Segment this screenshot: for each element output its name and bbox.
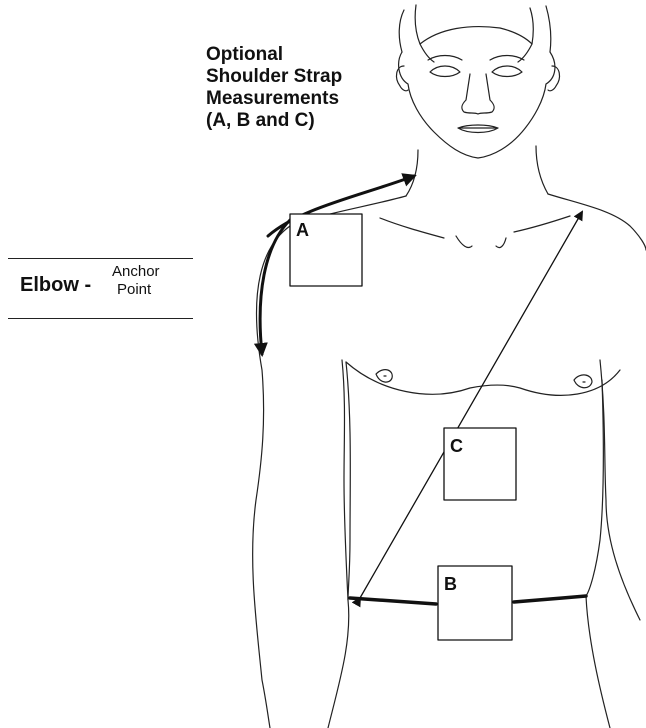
elbow-sub-top: Anchor (112, 264, 160, 280)
right-nipple (574, 375, 592, 388)
elbow-label: Elbow - (20, 274, 91, 297)
shoulder-arrow-a-down (260, 220, 290, 354)
right-hip (586, 596, 610, 728)
elbow-bottom-rule (8, 318, 193, 319)
hairline (420, 44, 532, 62)
title-line-4: (A, B and C) (206, 110, 315, 132)
box-c: C (444, 428, 516, 500)
head-outline (399, 5, 551, 52)
elbow-sub-bottom: Point (117, 282, 151, 298)
box-c-label: C (450, 436, 463, 456)
right-eye (492, 66, 522, 77)
box-b: B (438, 566, 512, 640)
box-a-label: A (296, 220, 309, 240)
left-hip (328, 600, 349, 728)
nose (462, 74, 494, 114)
title-line-3: Measurements (206, 88, 339, 110)
left-brow (428, 56, 462, 61)
left-inner-arm (342, 360, 348, 600)
face-outline (399, 52, 555, 158)
right-shoulder-arm (548, 194, 646, 250)
torso-right-side (586, 380, 603, 596)
neck (406, 146, 548, 196)
mouth (458, 125, 498, 133)
box-a: A (290, 214, 362, 286)
right-brow (490, 56, 524, 61)
chest-line (346, 362, 620, 395)
title-line-1: Optional (206, 44, 283, 66)
left-nipple (376, 370, 392, 382)
collarbones (380, 216, 570, 248)
box-b-label: B (444, 574, 457, 594)
right-ear (548, 66, 559, 91)
title-line-2: Shoulder Strap (206, 66, 342, 88)
elbow-top-rule (8, 258, 193, 259)
right-arm-edge (600, 360, 640, 620)
diagonal-arrow-c (360, 212, 582, 598)
left-eye (430, 66, 460, 77)
